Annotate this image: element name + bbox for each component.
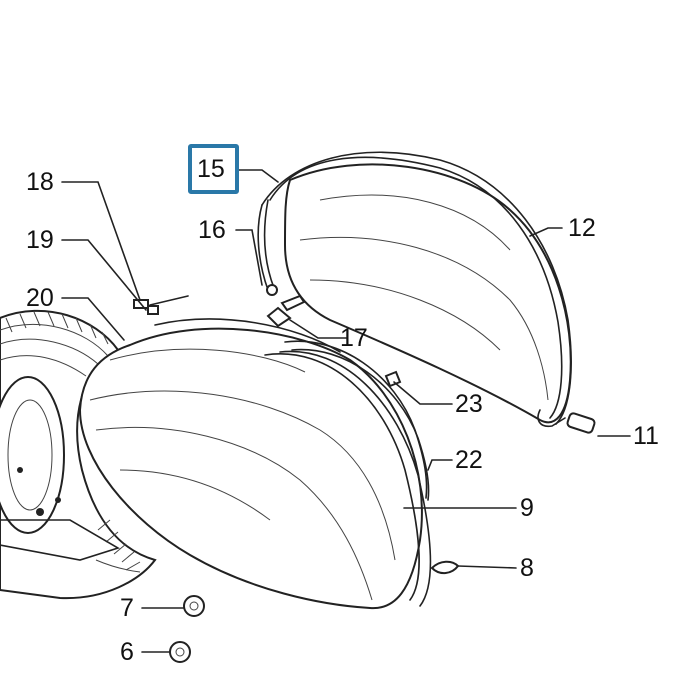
trim-strip-22-inner [291,348,430,501]
small-parts [133,284,596,663]
callout-20: 20 [26,284,54,312]
callout-16: 16 [198,216,226,244]
callout-9: 9 [520,494,534,522]
highlight-box-15 [188,144,239,194]
callout-6: 6 [120,638,134,666]
side-panel-right [257,151,572,428]
trim-strip-22 [284,340,428,499]
callout-18: 18 [26,168,54,196]
tire [0,309,157,600]
callout-15: 15 [197,155,225,183]
callout-11: 11 [633,422,659,450]
callout-8: 8 [520,554,534,582]
callout-17: 17 [340,324,368,352]
callout-22: 22 [455,446,483,474]
callout-23: 23 [455,390,483,418]
side-panel-left [78,318,432,610]
callout-19: 19 [26,226,54,254]
callout-12: 12 [568,214,596,242]
callout-7: 7 [120,594,134,622]
leader-lines [61,169,631,653]
